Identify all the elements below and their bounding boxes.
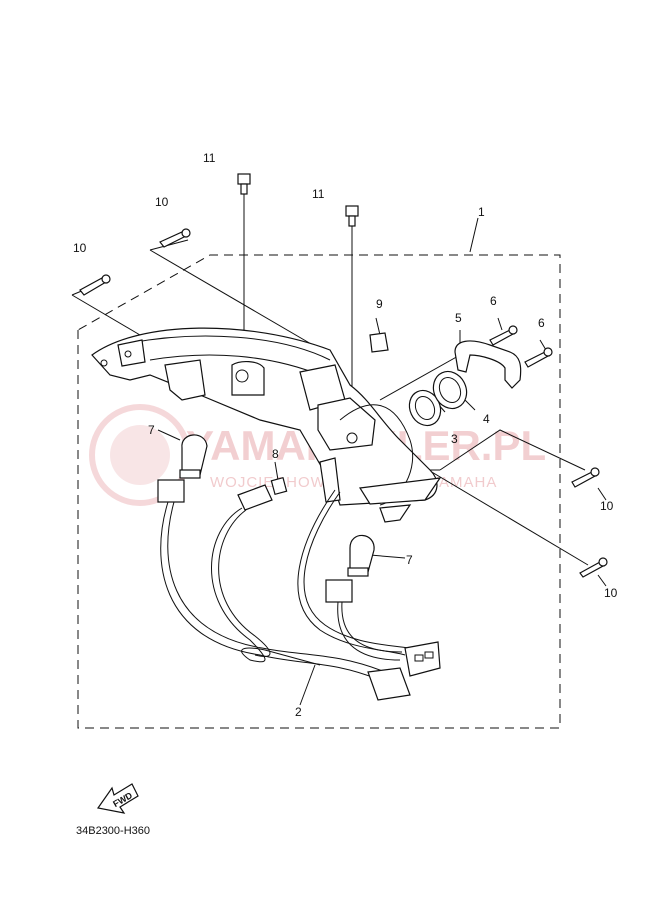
- callout-10-right-lower: 10: [604, 586, 618, 600]
- screw-6-right: [524, 347, 553, 368]
- callout-6-right: 6: [538, 316, 545, 330]
- bulb-8: [270, 476, 288, 496]
- screw-10-upper-left: [159, 228, 191, 248]
- bolt-11-left: [237, 173, 251, 195]
- callout-10-upper-left: 10: [155, 195, 169, 209]
- bulb-7-left: [179, 434, 208, 479]
- grommet-4: [432, 370, 468, 410]
- callout-11-right: 11: [312, 187, 325, 201]
- screw-10-right-lower: [579, 557, 608, 578]
- callout-8: 8: [272, 447, 279, 461]
- bracket-5: [454, 340, 522, 389]
- wire-harness-2: [157, 479, 441, 701]
- callout-3: 3: [451, 432, 458, 446]
- callout-6-left: 6: [490, 294, 497, 308]
- grommet-9: [369, 332, 389, 353]
- callout-9: 9: [376, 297, 383, 311]
- bolt-11-right: [345, 205, 359, 227]
- callout-5: 5: [455, 311, 462, 325]
- callout-7-right: 7: [406, 553, 413, 567]
- callout-4: 4: [483, 412, 490, 426]
- callout-10-right-upper: 10: [600, 499, 614, 513]
- diagram-code: 34B2300-H360: [76, 825, 150, 837]
- callout-1: 1: [478, 205, 485, 219]
- screw-10-left: [79, 274, 111, 296]
- screw-6-left: [489, 325, 518, 346]
- callout-2: 2: [295, 705, 302, 719]
- callout-labels: 1 2 3 4 5 6 6 7 7 8 9 10 10 10 10 11 11: [73, 151, 618, 719]
- bulb-7-right: [347, 534, 375, 577]
- assembly-boundary: [77, 254, 561, 729]
- fwd-arrow: FWD: [96, 783, 139, 814]
- callout-11-left: 11: [203, 151, 216, 165]
- tail-lamp-housing: [91, 327, 442, 523]
- callout-7-left: 7: [148, 423, 155, 437]
- screw-10-right-upper: [571, 467, 600, 488]
- callout-10-left: 10: [73, 241, 87, 255]
